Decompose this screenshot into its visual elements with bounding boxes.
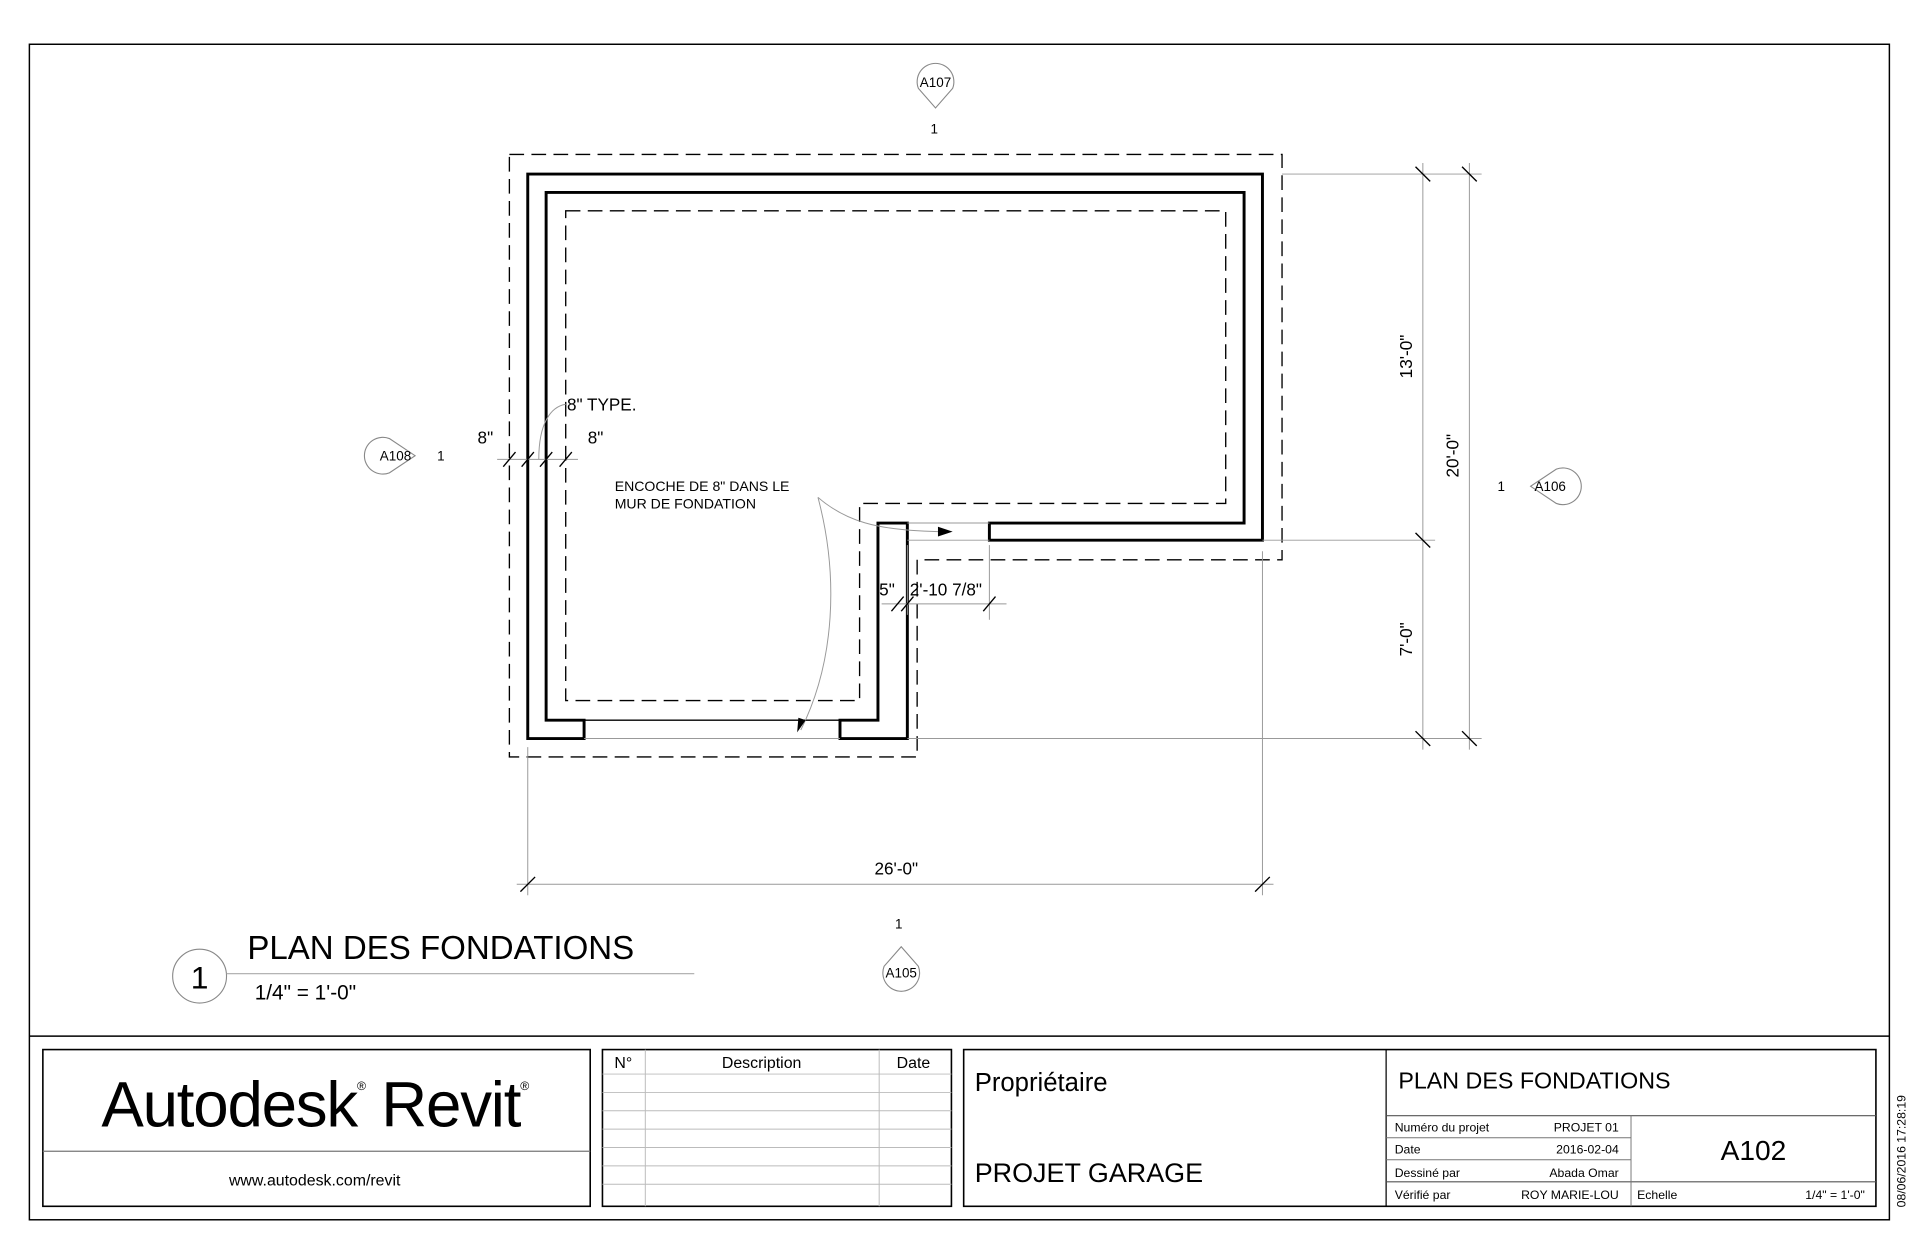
note-text: MUR DE FONDATION bbox=[615, 495, 756, 511]
print-timestamp: 08/06/2016 17:28:19 bbox=[1894, 1095, 1908, 1207]
dim-text: 2'-10 7/8" bbox=[910, 579, 982, 599]
arrowhead bbox=[937, 526, 953, 537]
project-name: PROJET GARAGE bbox=[975, 1158, 1203, 1188]
arrowhead bbox=[797, 717, 806, 733]
dim-text: 8" bbox=[588, 427, 604, 447]
section-marker-a105[interactable]: A105 1 bbox=[882, 916, 921, 992]
dim-text: 13'-0" bbox=[1396, 335, 1416, 379]
dim-text: 20'-0" bbox=[1442, 434, 1462, 478]
field-value: 2016-02-04 bbox=[1556, 1143, 1619, 1157]
project-info-block: Propriétaire PROJET GARAGE PLAN DES FOND… bbox=[962, 1048, 1877, 1208]
dim-text: 5" bbox=[879, 579, 895, 599]
field-label: Dessiné par bbox=[1395, 1166, 1460, 1180]
revision-header: Description bbox=[722, 1055, 802, 1072]
field-label: Date bbox=[1395, 1143, 1421, 1157]
field-value: PROJET 01 bbox=[1554, 1121, 1619, 1135]
dim-text: 26'-0" bbox=[875, 858, 919, 878]
scale-value: 1/4" = 1'-0" bbox=[1805, 1188, 1865, 1202]
section-sheet: A106 bbox=[1534, 479, 1565, 494]
note-leader bbox=[817, 496, 938, 533]
section-marker-icon bbox=[882, 945, 921, 992]
section-sheet: A105 bbox=[886, 965, 917, 980]
sheet-border bbox=[28, 43, 1891, 1221]
dim-ticks bbox=[519, 876, 1271, 893]
dim-ticks bbox=[502, 451, 573, 468]
section-marker-a108[interactable]: A108 1 bbox=[363, 436, 445, 475]
website-link[interactable]: www.autodesk.com/revit bbox=[228, 1172, 401, 1189]
view-title-text: PLAN DES FONDATIONS bbox=[247, 930, 634, 967]
section-marker-a106[interactable]: A106 1 bbox=[1497, 467, 1582, 506]
revision-rows bbox=[602, 1073, 952, 1185]
section-number: 1 bbox=[895, 916, 902, 931]
leader-line bbox=[538, 403, 566, 460]
section-marker-icon bbox=[916, 62, 955, 109]
field-label: Numéro du projet bbox=[1395, 1121, 1490, 1135]
logo-block: Autodesk® Revit® www.autodesk.com/revit bbox=[42, 1048, 591, 1208]
owner-label: Propriétaire bbox=[975, 1069, 1108, 1097]
section-number: 1 bbox=[437, 449, 444, 464]
dim-text: 7'-0" bbox=[1396, 622, 1416, 656]
wall-type-label: 8" TYPE. bbox=[567, 394, 637, 414]
view-number: 1 bbox=[191, 959, 209, 995]
autodesk-revit-logo: Autodesk® Revit® bbox=[101, 1070, 529, 1141]
foundation-wall-main bbox=[526, 172, 1264, 741]
scale-label: Echelle bbox=[1637, 1188, 1677, 1202]
section-marker-icon bbox=[363, 436, 417, 475]
sheet-number: A102 bbox=[1721, 1135, 1787, 1166]
section-number: 1 bbox=[1497, 479, 1504, 494]
note-text: ENCOCHE DE 8" DANS LE bbox=[615, 478, 790, 494]
footing-outer-outline bbox=[508, 153, 1283, 758]
dim-ticks bbox=[1415, 166, 1478, 747]
revision-table: N° Description Date bbox=[601, 1048, 953, 1208]
section-number: 1 bbox=[931, 122, 938, 137]
section-marker-a107[interactable]: A107 1 bbox=[916, 62, 955, 137]
note-leader bbox=[800, 497, 832, 731]
view-number-circle bbox=[172, 948, 228, 1004]
section-sheet: A107 bbox=[920, 75, 951, 90]
revision-header: N° bbox=[614, 1055, 632, 1072]
footing-inner-outline bbox=[565, 210, 1227, 702]
revision-header: Date bbox=[897, 1055, 931, 1072]
field-value: Abada Omar bbox=[1549, 1166, 1618, 1180]
field-label: Vérifié par bbox=[1395, 1188, 1451, 1202]
field-value: ROY MARIE-LOU bbox=[1521, 1188, 1619, 1202]
view-scale: 1/4" = 1'-0" bbox=[255, 981, 356, 1004]
foundation-wall-notch bbox=[838, 521, 909, 741]
dim-ticks bbox=[890, 596, 997, 612]
section-marker-icon bbox=[1529, 467, 1582, 506]
dim-text: 8" bbox=[478, 427, 494, 447]
foundation-plan: 8" 8" 8" TYPE. ENCOCHE DE 8" DANS LE MUR… bbox=[478, 153, 1482, 896]
view-title: 1 PLAN DES FONDATIONS 1/4" = 1'-0" bbox=[172, 930, 695, 1004]
sheet-name: PLAN DES FONDATIONS bbox=[1398, 1068, 1670, 1094]
section-sheet: A108 bbox=[380, 449, 411, 464]
